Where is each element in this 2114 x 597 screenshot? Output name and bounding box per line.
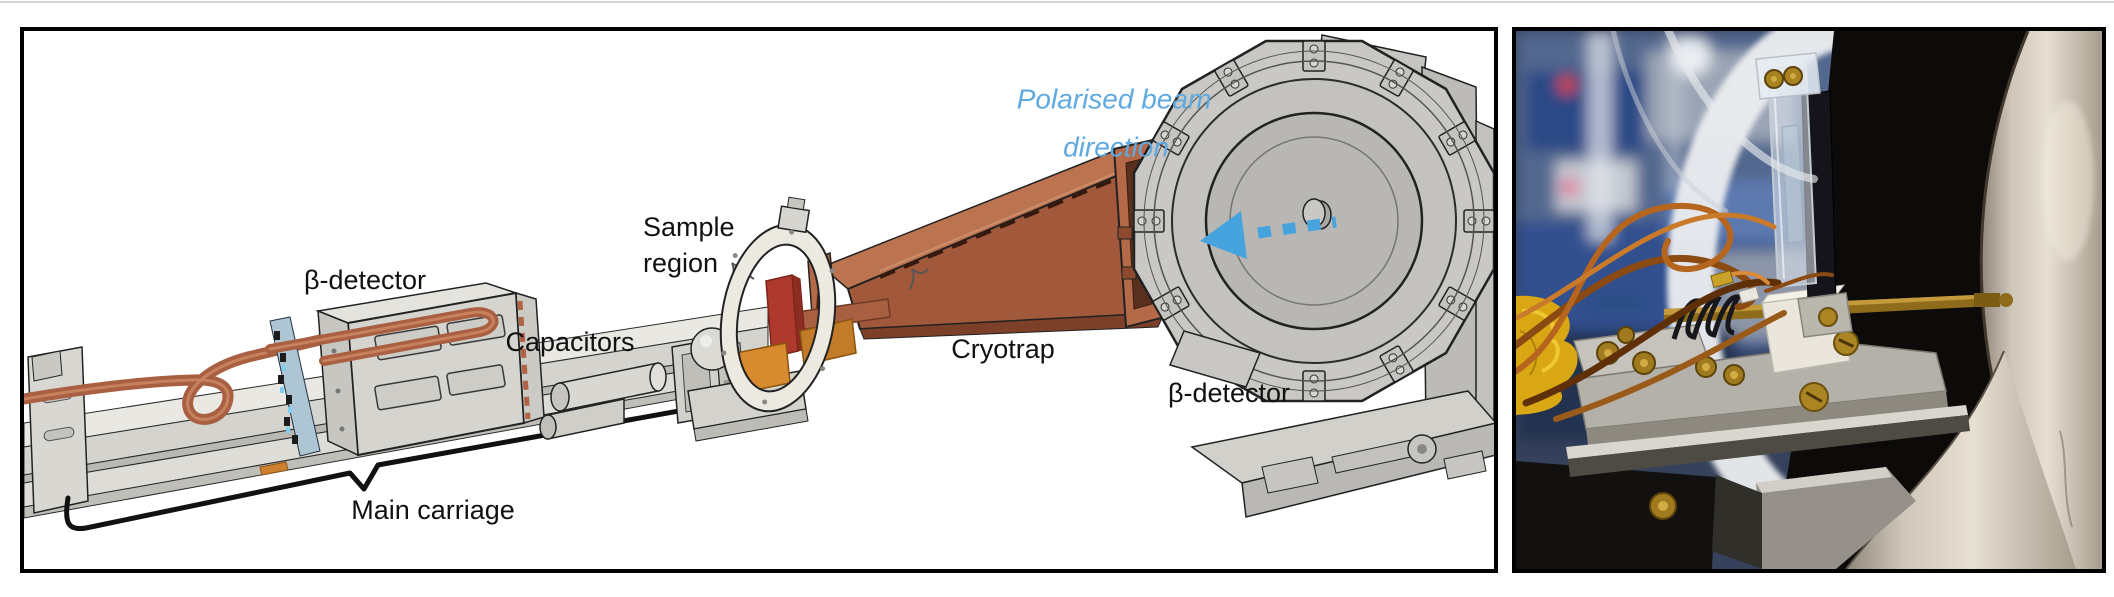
label-beta-detector-right: β-detector bbox=[1168, 378, 1290, 408]
sample-holder-photo bbox=[1516, 31, 2102, 569]
label-beta-detector-left: β-detector bbox=[304, 265, 426, 295]
sample-holder bbox=[1755, 52, 1853, 338]
beam-direction-arrow bbox=[1200, 211, 1337, 259]
sample-stage bbox=[1566, 324, 1970, 569]
wire-connector-gold bbox=[1710, 270, 1734, 288]
label-sample-region-line1: Sample bbox=[643, 212, 735, 242]
label-capacitors: Capacitors bbox=[505, 327, 634, 357]
brass-bolts bbox=[1596, 326, 1745, 520]
wire-connector-white bbox=[1738, 286, 1760, 304]
cad-diagram: β-detector Capacitors Sample region Cryo… bbox=[24, 34, 1494, 532]
copper-pipe-loop bbox=[24, 333, 330, 425]
copper-hairpin-pipe bbox=[265, 307, 499, 366]
label-main-carriage: Main carriage bbox=[351, 495, 515, 525]
carriage-end-post bbox=[27, 346, 89, 514]
slotted-screw-large bbox=[1799, 382, 1829, 412]
label-sample-region-line2: region bbox=[643, 248, 718, 278]
label-beam-line1: Polarised beam bbox=[1017, 83, 1212, 114]
label-cryotrap: Cryotrap bbox=[951, 334, 1055, 364]
copper-wires bbox=[1516, 31, 1834, 422]
label-beam-line2: direction bbox=[1063, 131, 1169, 162]
chamber-wall bbox=[1845, 31, 2102, 569]
sample-region-ring bbox=[719, 196, 837, 413]
page-top-divider bbox=[0, 1, 2114, 3]
beta-detector-right-base bbox=[1168, 330, 1494, 518]
acrylic-slot bbox=[1781, 124, 1805, 244]
shadow-lower-left bbox=[1516, 461, 1716, 569]
photo-panel bbox=[1512, 27, 2106, 573]
cad-diagram-panel: β-detector Capacitors Sample region Cryo… bbox=[20, 27, 1498, 573]
